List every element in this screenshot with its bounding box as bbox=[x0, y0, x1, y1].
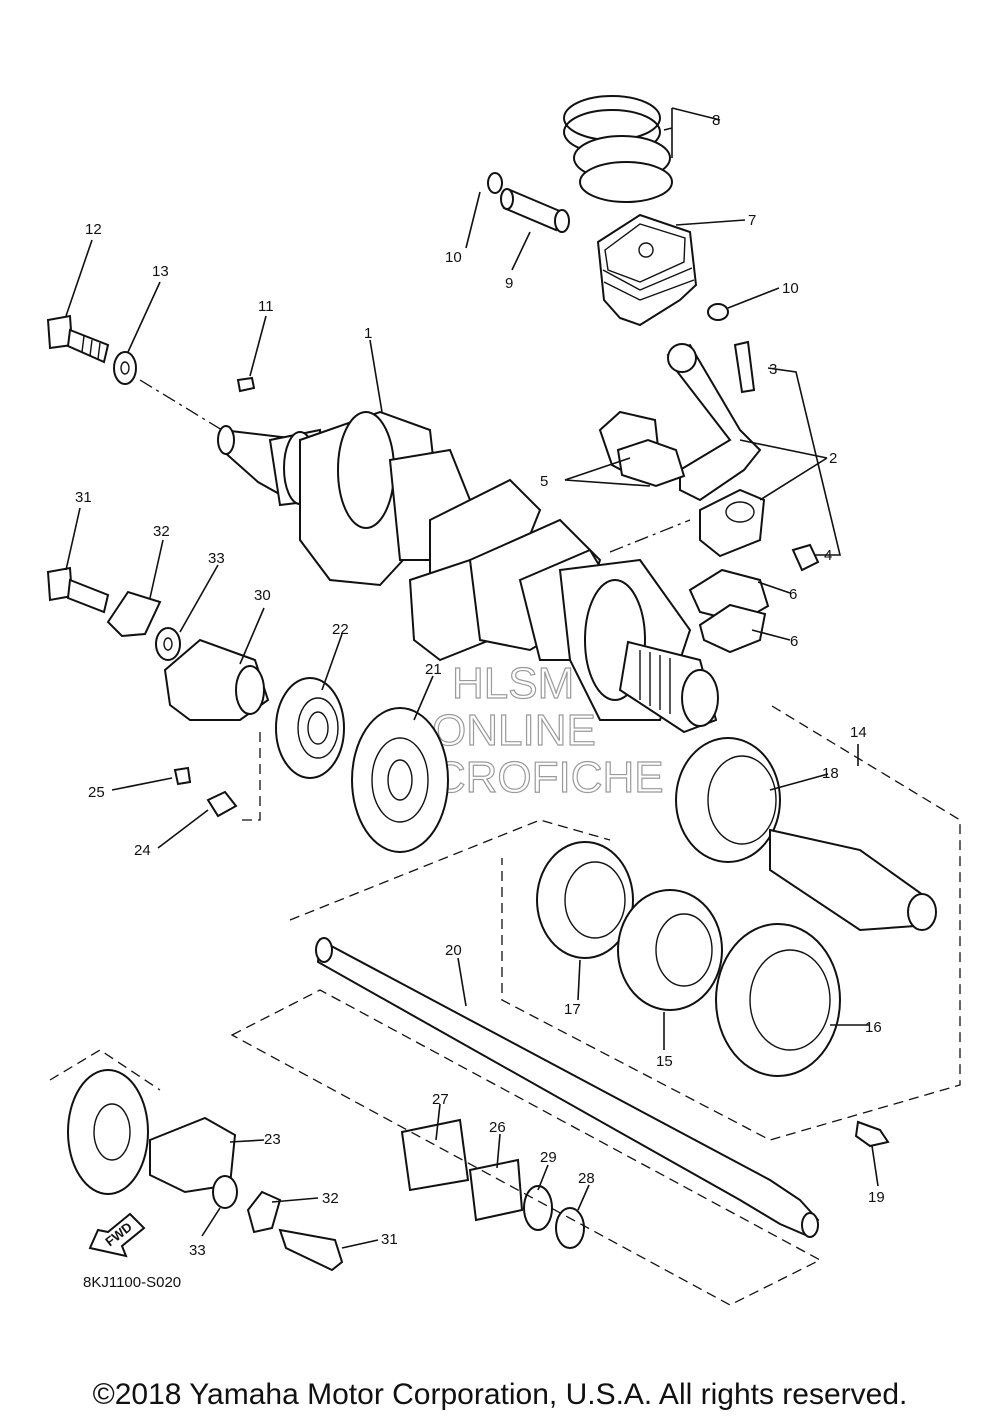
woodruff-key bbox=[236, 376, 256, 393]
callout-labels: 12 13 11 1 10 9 8 7 10 3 2 5 4 6 6 31 32… bbox=[75, 112, 885, 1259]
plate-24 bbox=[206, 790, 238, 818]
callout-6a: 6 bbox=[789, 586, 797, 603]
bearing-18 bbox=[675, 737, 781, 863]
callout-8: 8 bbox=[712, 112, 720, 129]
circlip-29 bbox=[523, 1185, 553, 1231]
callout-14: 14 bbox=[850, 724, 867, 741]
callout-2: 2 bbox=[829, 450, 837, 467]
piston-pin bbox=[500, 188, 570, 233]
callout-22: 22 bbox=[332, 621, 349, 638]
callout-25: 25 bbox=[88, 784, 105, 801]
conrod-nut bbox=[791, 543, 820, 572]
diagram-code: 8KJ1100-S020 bbox=[83, 1274, 181, 1291]
callout-30: 30 bbox=[254, 587, 271, 604]
callout-32b: 32 bbox=[322, 1190, 339, 1207]
screw-25 bbox=[173, 766, 192, 786]
callout-1: 1 bbox=[364, 325, 372, 342]
bearing-22 bbox=[275, 677, 345, 779]
drive-shaft-gear bbox=[769, 828, 937, 932]
callout-27: 27 bbox=[432, 1091, 449, 1108]
callout-31a: 31 bbox=[75, 489, 92, 506]
callout-33a: 33 bbox=[208, 550, 225, 567]
callout-13: 13 bbox=[152, 263, 169, 280]
balancer-weight-30 bbox=[163, 638, 270, 721]
connecting-rod bbox=[666, 343, 766, 558]
callout-28: 28 bbox=[578, 1170, 595, 1187]
ring-28 bbox=[555, 1207, 585, 1249]
washer-33-upper bbox=[155, 627, 181, 661]
group-14-box bbox=[501, 705, 961, 1141]
oil-seal-17 bbox=[536, 841, 634, 959]
callout-5: 5 bbox=[540, 473, 548, 490]
callout-19: 19 bbox=[868, 1189, 885, 1206]
lower-gear-box bbox=[49, 1049, 161, 1091]
lock-washer-32-upper bbox=[106, 590, 162, 638]
shaft-20 bbox=[315, 937, 820, 1238]
callout-7: 7 bbox=[748, 212, 756, 229]
callout-11: 11 bbox=[258, 298, 274, 315]
callout-10a: 10 bbox=[445, 249, 462, 266]
fwd-arrow-icon: FWD bbox=[88, 1212, 146, 1258]
callout-15: 15 bbox=[656, 1053, 673, 1070]
callout-4: 4 bbox=[824, 547, 832, 564]
callout-16: 16 bbox=[865, 1019, 882, 1036]
bolt-31-lower bbox=[278, 1228, 344, 1272]
piston bbox=[596, 213, 698, 327]
watermark-line-1: HLSM bbox=[452, 659, 574, 708]
callout-3: 3 bbox=[769, 361, 777, 378]
leader-lines bbox=[65, 107, 879, 1249]
callout-24: 24 bbox=[134, 842, 151, 859]
callout-29: 29 bbox=[540, 1149, 557, 1166]
bearing-housing-16 bbox=[715, 923, 841, 1077]
bolt-19 bbox=[854, 1120, 890, 1148]
callout-32a: 32 bbox=[153, 523, 170, 540]
crankshaft bbox=[217, 410, 719, 734]
washer-13 bbox=[113, 351, 137, 385]
callout-33b: 33 bbox=[189, 1242, 206, 1259]
needle-bearing-26 bbox=[468, 1158, 524, 1222]
crank-bearing-shells bbox=[598, 410, 686, 488]
bolt-31-upper bbox=[46, 566, 110, 614]
callout-9: 9 bbox=[505, 275, 513, 292]
washer-33-lower bbox=[212, 1175, 238, 1209]
bolt-12 bbox=[46, 314, 110, 364]
callout-10b: 10 bbox=[782, 280, 799, 297]
alignment-lines bbox=[139, 379, 822, 1306]
callout-31b: 31 bbox=[381, 1231, 398, 1248]
conrod-bolt bbox=[733, 340, 756, 394]
watermark-line-2: ONLINE bbox=[432, 706, 596, 755]
gear-23-assembly bbox=[67, 1069, 149, 1195]
collar-27 bbox=[400, 1118, 470, 1192]
callout-17: 17 bbox=[564, 1001, 581, 1018]
callout-23: 23 bbox=[264, 1131, 281, 1148]
callout-6b: 6 bbox=[790, 633, 798, 650]
callout-21: 21 bbox=[425, 661, 442, 678]
callout-20: 20 bbox=[445, 942, 462, 959]
gear-21 bbox=[351, 707, 449, 853]
piston-clip-upper bbox=[487, 172, 503, 194]
callout-18: 18 bbox=[822, 765, 839, 782]
piston-rings bbox=[563, 95, 673, 203]
callout-26: 26 bbox=[489, 1119, 506, 1136]
callout-12: 12 bbox=[85, 221, 102, 238]
bearing-15 bbox=[617, 889, 723, 1011]
lock-washer-32-lower bbox=[246, 1190, 282, 1234]
piston-clip-lower bbox=[707, 303, 729, 321]
copyright-notice: ©2018 Yamaha Motor Corporation, U.S.A. A… bbox=[92, 1378, 908, 1411]
main-bearing-shells bbox=[688, 568, 770, 654]
